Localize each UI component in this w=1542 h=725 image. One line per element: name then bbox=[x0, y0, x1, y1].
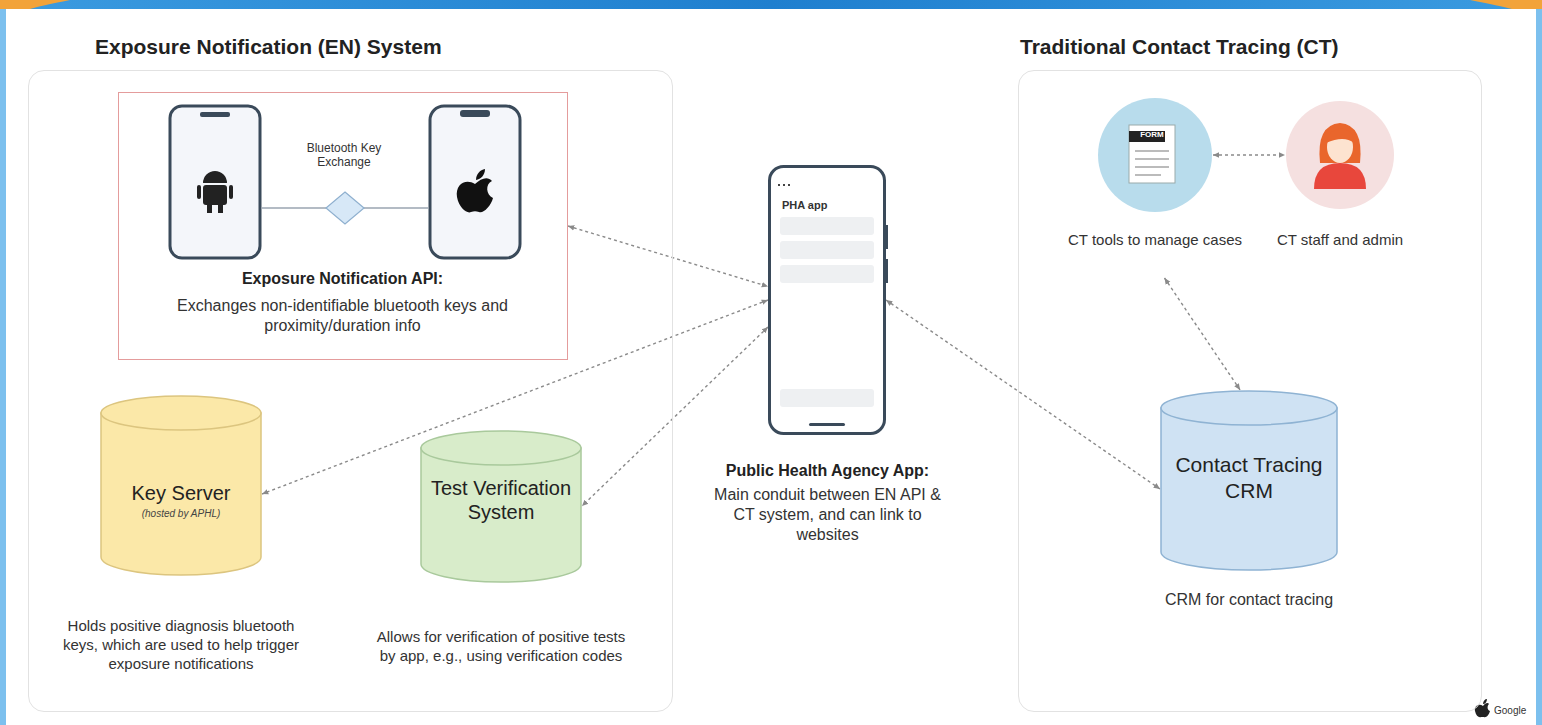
database-cylinder: Contact Tracing CRMCRM for contact traci… bbox=[1160, 390, 1338, 630]
icon bbox=[1314, 123, 1366, 189]
right-edge-band bbox=[1536, 9, 1542, 725]
apple-phone bbox=[430, 106, 520, 258]
phone-app: PHA appPublic Health Agency App:Main con… bbox=[715, 165, 940, 575]
cylinder-top bbox=[421, 431, 581, 465]
shape-outline bbox=[1285, 100, 1395, 210]
corner-decoration bbox=[1470, 0, 1542, 9]
node-title: Exposure Notification API: bbox=[119, 269, 566, 289]
form-field bbox=[780, 241, 874, 259]
apple-logo bbox=[1475, 699, 1490, 717]
dashed-connector bbox=[1213, 154, 1285, 155]
panel: Traditional Contact Tracing (CT) FORM CT t… bbox=[1018, 22, 1482, 712]
circle-icon: CT staff and admin bbox=[1250, 100, 1430, 275]
dashed-connector bbox=[582, 327, 768, 506]
node-text: Public Health Agency App: bbox=[710, 461, 945, 481]
node-text: Main conduit between EN API & CT system,… bbox=[710, 485, 945, 545]
android-phone bbox=[170, 106, 260, 258]
top-band bbox=[0, 0, 1542, 9]
cylinder-body bbox=[1161, 408, 1337, 570]
exchange-label: Bluetooth Key Exchange bbox=[296, 141, 392, 170]
cylinder-top bbox=[101, 396, 261, 430]
circle-shape bbox=[1098, 98, 1212, 212]
exchange-diamond bbox=[326, 192, 364, 224]
panel: Exposure Notification (EN) SystemExposur… bbox=[28, 22, 673, 712]
phone-button bbox=[885, 225, 888, 249]
database-cylinder: Key Server(hosted by APHL)Holds positive… bbox=[100, 395, 262, 705]
node-title: Test Verification System bbox=[426, 476, 576, 524]
node-title: Traditional Contact Tracing (CT) bbox=[1020, 34, 1460, 60]
form-field bbox=[780, 265, 874, 283]
circle-icon: FORM CT tools to manage cases bbox=[1060, 97, 1250, 272]
dashed-connector bbox=[568, 226, 768, 287]
node-title: CT staff and admin bbox=[1250, 231, 1430, 250]
phone-button bbox=[885, 259, 888, 283]
shape-holder bbox=[1285, 100, 1395, 210]
circle-shape bbox=[1286, 101, 1394, 209]
node-title: Contact Tracing CRM bbox=[1174, 452, 1324, 505]
dashed-connector bbox=[1165, 278, 1241, 390]
form-button bbox=[780, 389, 874, 407]
icon bbox=[1129, 125, 1175, 183]
cylinder-top bbox=[1161, 391, 1337, 425]
api-box: Exposure Notification API: Exchanges non-… bbox=[118, 92, 568, 360]
cylinder-body bbox=[421, 448, 581, 582]
cylinder-body bbox=[101, 413, 261, 575]
phone-outline bbox=[770, 167, 885, 434]
form-field bbox=[780, 217, 874, 235]
shape-holder bbox=[1097, 97, 1213, 213]
node-title: Key Server bbox=[100, 481, 262, 506]
node-text: Exchanges non-identifiable bluetooth key… bbox=[159, 296, 526, 336]
shape-outline bbox=[1097, 97, 1213, 213]
node-title: FORM bbox=[1132, 131, 1172, 140]
node-text: CRM for contact tracing bbox=[1124, 590, 1374, 610]
status-dots bbox=[778, 184, 790, 186]
node-text: (hosted by APHL) bbox=[100, 508, 262, 521]
home-bar bbox=[809, 423, 845, 426]
node-title: PHA app bbox=[782, 199, 872, 213]
node-text: CT tools to manage cases bbox=[1060, 231, 1250, 250]
watermark: Google bbox=[1494, 705, 1538, 717]
node-text: Holds positive diagnosis bluetooth keys,… bbox=[56, 617, 306, 673]
dashed-connector bbox=[886, 300, 1160, 489]
node-text: Allows for verification of positive test… bbox=[372, 628, 630, 666]
node-title: Exposure Notification (EN) System bbox=[95, 34, 615, 60]
database-cylinder: Test Verification SystemAllows for verif… bbox=[420, 430, 582, 700]
corner-decoration bbox=[0, 0, 70, 9]
left-edge-band bbox=[0, 9, 6, 725]
